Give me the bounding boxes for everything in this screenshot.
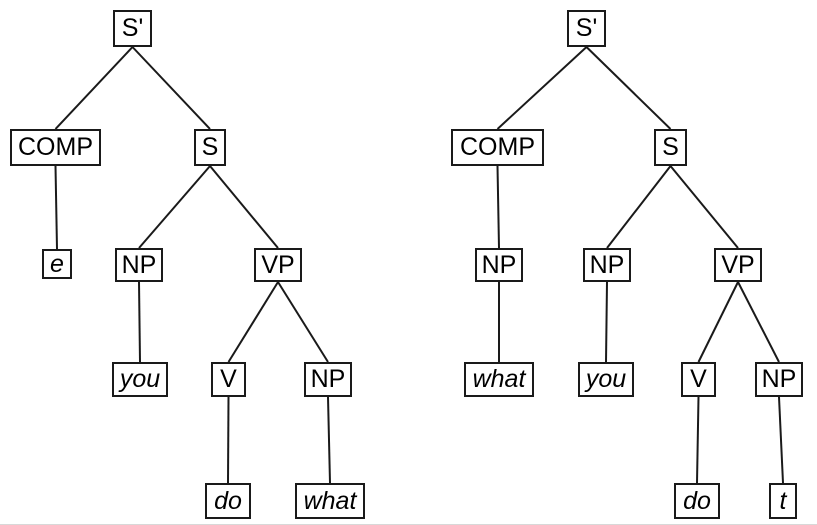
tree-edge-L-S-to-L-VP	[209, 165, 279, 249]
tree-edge-L-Sbar-to-L-COMP	[54, 46, 134, 130]
tree-edge-L-VP-to-L-V	[227, 281, 279, 363]
tree-edge-R-COMP-to-R-NP0	[496, 165, 500, 249]
tree-edge-L-VP-to-L-NP2	[277, 281, 329, 363]
tree-edge-R-VP-to-R-V	[697, 281, 739, 363]
tree-leaf-node-do-l-do: do	[205, 483, 251, 519]
tree-leaf-node-t-r-t: t	[769, 483, 797, 519]
tree-edge-R-S-to-R-VP	[669, 165, 739, 249]
tree-category-node-s-r-s: S	[654, 129, 687, 166]
tree-category-node-v-r-v: V	[681, 362, 716, 397]
tree-edge-R-NP2-to-R-t	[778, 396, 784, 484]
tree-leaf-node-what-r-what: what	[464, 362, 534, 397]
tree-category-node-comp-r-comp: COMP	[451, 129, 544, 166]
tree-category-node-vp-r-vp: VP	[714, 248, 762, 282]
tree-edge-L-NP2-to-L-what	[327, 396, 331, 484]
tree-edge-R-Sbar-to-R-S	[585, 46, 672, 130]
tree-category-node-np-r-np0: NP	[475, 248, 523, 282]
tree-leaf-node-you-l-you: you	[112, 362, 168, 397]
tree-edge-L-Sbar-to-L-S	[131, 46, 211, 130]
tree-category-node-np-l-np1: NP	[115, 248, 163, 282]
tree-category-node-s-l-sbar: S'	[113, 10, 152, 47]
tree-category-node-np-r-np2: NP	[755, 362, 803, 397]
tree-edge-L-V-to-L-do	[227, 396, 230, 484]
tree-edge-R-Sbar-to-R-COMP	[496, 46, 588, 130]
tree-category-node-s-l-s: S	[194, 129, 226, 166]
tree-category-node-s-r-sbar: S'	[567, 10, 606, 47]
tree-category-node-v-l-v: V	[211, 362, 246, 397]
tree-edge-R-S-to-R-NP1	[606, 165, 672, 249]
tree-category-node-np-r-np1: NP	[583, 248, 631, 282]
tree-edge-R-NP1-to-R-you	[605, 281, 608, 363]
tree-category-node-np-l-np2: NP	[304, 362, 352, 397]
tree-leaf-node-what-l-what: what	[295, 483, 365, 519]
tree-edge-R-V-to-R-do	[696, 396, 700, 484]
tree-category-node-vp-l-vp: VP	[254, 248, 302, 282]
tree-edge-R-VP-to-R-NP2	[737, 281, 780, 363]
tree-leaf-node-do-r-do: do	[674, 483, 720, 519]
tree-edge-L-COMP-to-L-e	[54, 165, 58, 250]
tree-leaf-node-you-r-you: you	[578, 362, 634, 397]
tree-leaf-node-e-l-e: e	[42, 249, 72, 279]
tree-edge-L-S-to-L-NP1	[138, 165, 211, 249]
tree-category-node-comp-l-comp: COMP	[10, 129, 101, 166]
tree-edge-L-NP1-to-L-you	[138, 281, 141, 363]
